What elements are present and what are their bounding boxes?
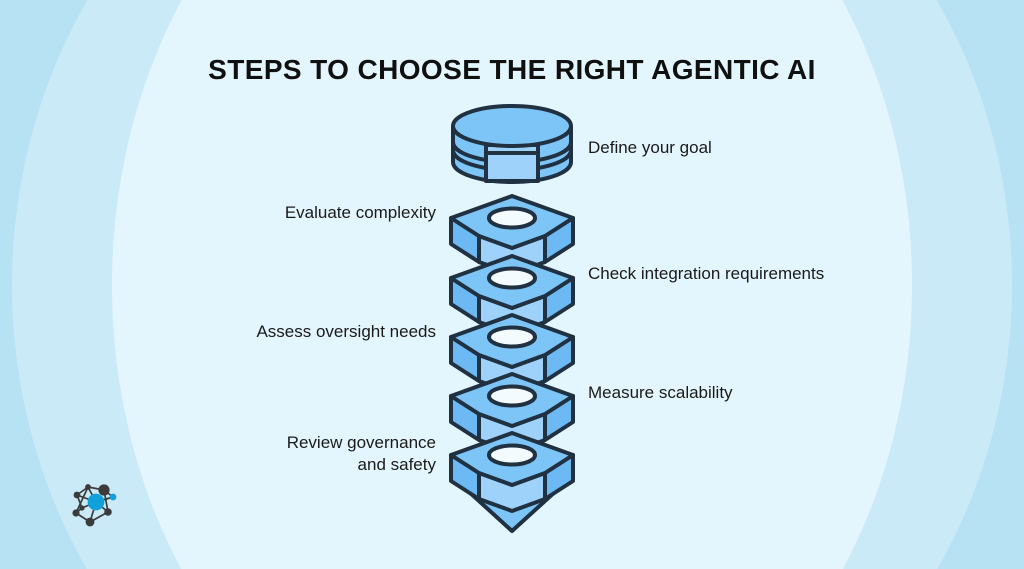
step-label-4: Assess oversight needs — [256, 322, 436, 341]
step-label-2: Evaluate complexity — [284, 203, 436, 222]
network-graph-logo — [68, 478, 124, 530]
funnel-stack-graphic — [441, 104, 583, 536]
step-label-6: Review governance and safety — [286, 433, 436, 474]
funnel-segment-6 — [449, 431, 575, 533]
step-label-3: Check integration requirements — [588, 264, 825, 283]
step-label-5: Measure scalability — [588, 383, 733, 402]
page-title: STEPS TO CHOOSE THE RIGHT AGENTIC AI — [208, 54, 816, 85]
step-label-1: Define your goal — [588, 138, 712, 157]
funnel-segment-1 — [451, 104, 573, 184]
